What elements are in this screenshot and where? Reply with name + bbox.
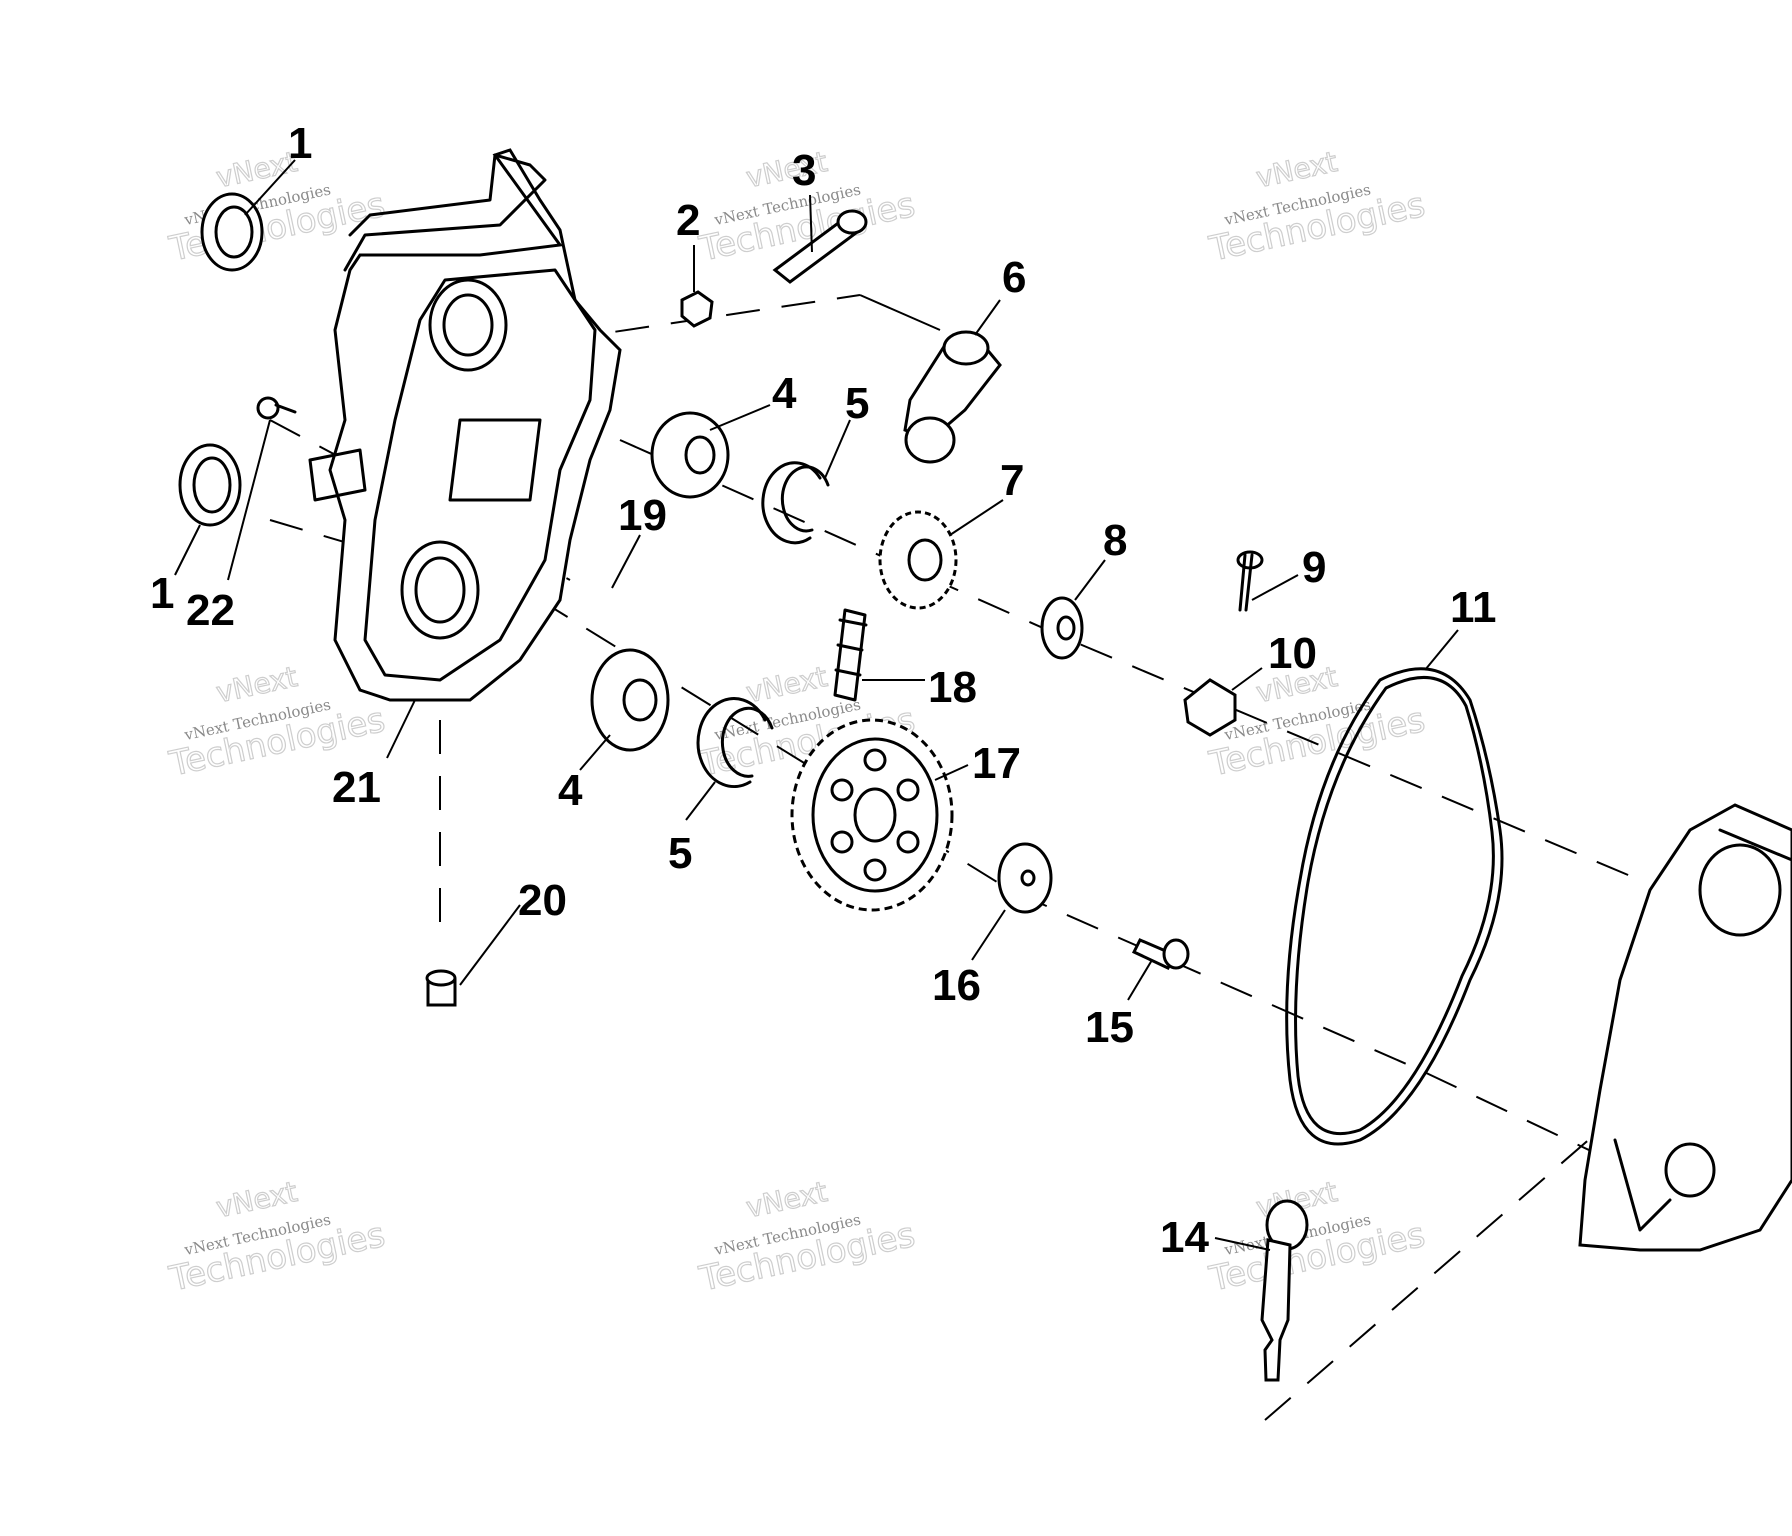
- callout-21: 21: [332, 763, 381, 812]
- cotter-pin-9: [1236, 550, 1264, 612]
- callout-3: 3: [792, 146, 816, 195]
- watermark-line1: vNext: [743, 145, 830, 194]
- seal-lower: [178, 443, 242, 527]
- callout-22: 22: [186, 586, 235, 635]
- leader-19: [611, 534, 641, 589]
- sprocket-7: [878, 510, 958, 610]
- watermark: vNext vNext Technologies Technologies: [1205, 144, 1429, 270]
- gear-case-cover: [1578, 803, 1792, 1252]
- callout-10: 10: [1268, 629, 1317, 678]
- castle-nut-10: [1183, 678, 1237, 737]
- gear-17: [790, 718, 954, 912]
- idler-arm-6: [903, 330, 1002, 464]
- gear-case-bracket: [343, 153, 547, 272]
- gear-case-lower-bore-inner: [414, 556, 466, 624]
- callout-14: 14: [1160, 1213, 1209, 1262]
- watermark: vNext vNext Technologies Technologies: [165, 1174, 389, 1300]
- callout-19: 19: [618, 491, 667, 540]
- watermark: vNext vNext Technologies Technologies: [695, 1174, 919, 1300]
- cover-boss-upper: [1698, 843, 1782, 937]
- snap-ring-lower: [696, 697, 774, 788]
- bolt-15: [1131, 938, 1190, 970]
- leader-22: [227, 419, 271, 581]
- nut-2: [680, 290, 714, 328]
- gear-case-housing: [308, 148, 622, 702]
- callout-18: 18: [928, 663, 977, 712]
- leader-16: [971, 909, 1006, 961]
- leader-17: [934, 764, 969, 781]
- leader-6: [974, 299, 1001, 336]
- axis-line-upper: [559, 294, 1641, 881]
- leader-4b: [579, 734, 611, 771]
- watermark-line1: vNext: [213, 1175, 300, 1224]
- snap-ring-upper: [761, 461, 830, 545]
- callout-1-upper: 1: [288, 119, 312, 168]
- washer-16: [997, 842, 1053, 914]
- callout-7: 7: [1000, 456, 1024, 505]
- bearing-lower: [590, 648, 670, 752]
- callout-9: 9: [1302, 543, 1326, 592]
- axis-line-pin: [859, 294, 941, 331]
- leader-10: [1231, 667, 1263, 691]
- pin-3: [772, 209, 868, 284]
- leader-1a: [244, 159, 296, 216]
- callout-16: 16: [932, 961, 981, 1010]
- leader-7: [949, 499, 1004, 536]
- callout-6: 6: [1002, 253, 1026, 302]
- bearing-upper: [650, 411, 730, 499]
- leader-14: [1214, 1237, 1271, 1251]
- callout-11: 11: [1450, 583, 1497, 632]
- watermark: vNext vNext Technologies Technologies: [165, 144, 389, 270]
- leader-4a: [709, 404, 771, 431]
- leader-3: [809, 194, 813, 253]
- gasket-11: [1285, 667, 1504, 1146]
- drain-plug-20: [425, 969, 457, 1007]
- watermark: vNext vNext Technologies Technologies: [1205, 1174, 1429, 1300]
- leader-11: [1424, 629, 1459, 671]
- gear-case-upper-bore: [428, 278, 508, 372]
- gear-case-side-boss: [308, 448, 367, 502]
- watermark-line1: vNext: [1253, 145, 1340, 194]
- bolt-22: [256, 396, 297, 420]
- callout-15: 15: [1085, 1003, 1134, 1052]
- callout-2: 2: [676, 196, 700, 245]
- washer-8: [1040, 596, 1084, 660]
- gear-case-center-rib: [448, 418, 542, 502]
- gear-case-upper-bore-inner: [442, 293, 494, 357]
- watermark-line1: vNext: [743, 1175, 830, 1224]
- leader-5a: [824, 419, 851, 479]
- callout-1-lower: 1: [150, 569, 174, 618]
- callout-20: 20: [518, 876, 567, 925]
- gear-case-outline: [328, 148, 622, 702]
- callout-4-lower: 4: [558, 766, 583, 815]
- watermark-line1: vNext: [213, 660, 300, 709]
- watermark-line1: vNext: [743, 660, 830, 709]
- dipstick-14: [1260, 1199, 1309, 1382]
- callout-17: 17: [972, 739, 1021, 788]
- leader-20: [459, 904, 521, 986]
- leader-21: [386, 699, 416, 759]
- leader-9: [1251, 574, 1299, 601]
- leader-5b: [685, 781, 716, 821]
- axis-line-dipstick: [1264, 1129, 1601, 1421]
- callout-5-upper: 5: [845, 379, 869, 428]
- leader-15: [1127, 959, 1153, 1001]
- chain-18: [833, 608, 868, 702]
- gear-case-gasket-rim: [363, 268, 597, 682]
- callout-4-upper: 4: [772, 369, 797, 418]
- leader-lines: [174, 159, 1459, 1251]
- cover-boss-lower: [1664, 1142, 1716, 1198]
- leader-1b: [174, 524, 201, 576]
- leader-8: [1074, 559, 1106, 601]
- callout-labels: 1 1 2 3 4 4 5 5 6 7 8 9 10 11 14 15 16 1…: [150, 119, 1497, 1262]
- gear-case-lower-bore: [400, 540, 480, 640]
- callout-5-lower: 5: [668, 829, 692, 878]
- callout-8: 8: [1103, 516, 1127, 565]
